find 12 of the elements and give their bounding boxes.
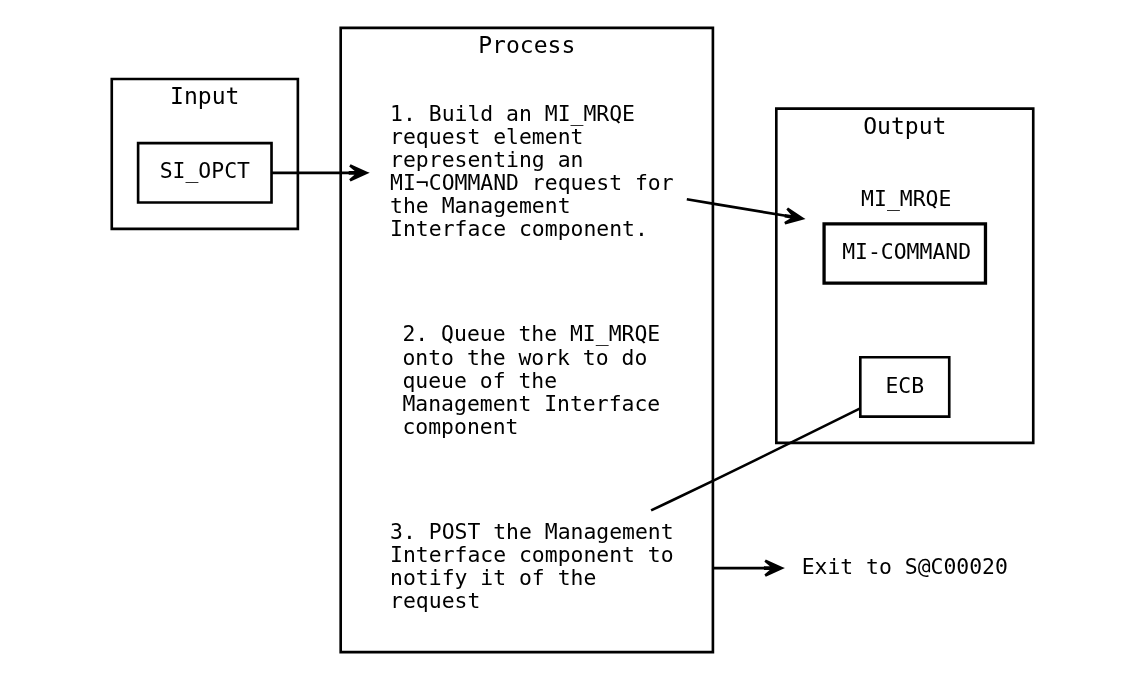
node-box: SI_OPCT: [136, 141, 273, 204]
node-label: MI_MRQE: [861, 186, 952, 212]
node-text: 1. Build an MI_MRQE request element representing an MI¬COMMAND request for the Management Interface component.: [390, 100, 674, 242]
node-text: 3. POST the Management Interface component to notify it of the request: [390, 519, 674, 614]
node-box: ECB: [859, 355, 951, 418]
node-box: MI-COMMAND: [822, 222, 988, 285]
arrow: [271, 164, 368, 182]
connector: [650, 407, 861, 512]
arrow: [712, 559, 784, 577]
node-text: 2. Queue the MI_MRQE onto the work to do queue of the Management Interface component: [402, 321, 661, 439]
arrow: [686, 197, 804, 225]
node-text: Exit to S@C00020: [801, 553, 1008, 579]
